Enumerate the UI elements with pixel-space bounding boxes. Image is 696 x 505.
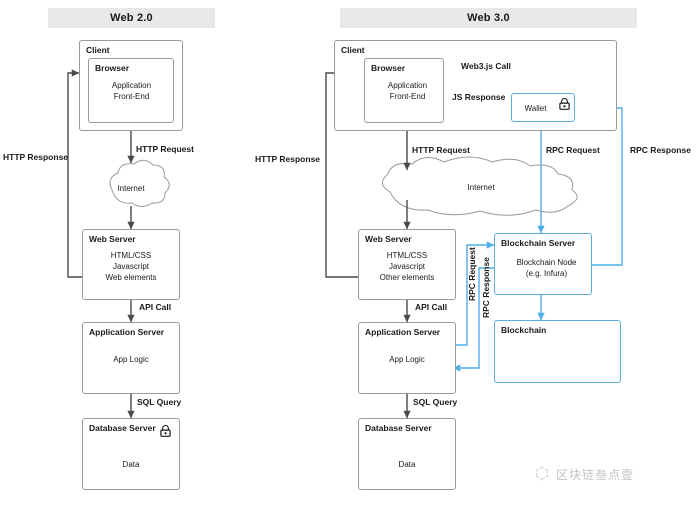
web3-blockchain-server-box: Blockchain Server: [494, 233, 592, 295]
web2-browser-box: Browser: [88, 58, 174, 123]
web3-frontend-line1: Application: [387, 81, 428, 90]
web3-web-server-lines: HTML/CSS Javascript Other elements: [376, 251, 438, 283]
web3-internet-label: Internet: [467, 183, 495, 192]
web3-blockchain-server-title: Blockchain Server: [501, 238, 576, 248]
hexagon-network-logo-icon: [535, 466, 549, 481]
web3-blockchain-title: Blockchain: [501, 325, 547, 335]
web3-sql-query-label: SQL Query: [413, 397, 458, 407]
web3-app-logic-label: App Logic: [389, 355, 425, 364]
web2-frontend-label: Application Front-End: [100, 81, 163, 103]
web2-db-server-title: Database Server: [89, 423, 156, 433]
web3-rpc-request-top-label: RPC Request: [546, 145, 600, 155]
web3-frontend-label: Application Front-End: [376, 81, 439, 103]
watermark-text: 区块链叁点壹: [556, 467, 635, 482]
web3-js-response-label: JS Response: [452, 92, 506, 102]
lock-icon: [160, 425, 171, 437]
web3-node-line1: Blockchain Node: [516, 258, 577, 267]
web2-web-server-lines: HTML/CSS Javascript Web elements: [100, 251, 162, 283]
web2-http-response-label: HTTP Response: [3, 152, 69, 162]
web2-app-server-box: Application Server: [82, 322, 180, 394]
web3-wallet-box: [511, 93, 575, 122]
web3-rpc-response-mid-label: RPC Response: [481, 257, 491, 318]
web3-web-server-title: Web Server: [365, 234, 412, 244]
web2-api-call-label: API Call: [139, 302, 172, 312]
web3-app-server-title: Application Server: [365, 327, 441, 337]
web3-browser-title: Browser: [371, 63, 406, 73]
watermark: 区块链叁点壹: [533, 465, 634, 483]
web2-ws-line1: HTML/CSS: [110, 251, 152, 260]
web3-rpc-request-mid-label: RPC Request: [467, 247, 477, 301]
column-header-web3: Web 3.0: [340, 8, 637, 28]
web3-http-request-label: HTTP Request: [412, 145, 470, 155]
web2-http-request-label: HTTP Request: [136, 144, 194, 154]
web3-db-data-label: Data: [398, 460, 416, 469]
web3-wallet-label: Wallet: [524, 104, 547, 113]
lock-icon: [559, 98, 570, 110]
web3-http-response-label: HTTP Response: [255, 154, 321, 164]
column-header-web2: Web 2.0: [48, 8, 215, 28]
web3-browser-box: Browser: [364, 58, 444, 123]
web3-ws-line3: Other elements: [379, 272, 435, 282]
column-title-web2: Web 2.0: [110, 12, 153, 24]
web3-web-server-box: Web Server: [358, 229, 456, 300]
web3-db-server-title: Database Server: [365, 423, 432, 433]
web3-api-call-label: API Call: [415, 302, 448, 312]
web3-app-server-box: Application Server: [358, 322, 456, 394]
web3-web3js-call-label: Web3.js Call: [461, 61, 511, 71]
column-title-web3: Web 3.0: [467, 12, 510, 24]
web2-ws-line2: Javascript: [112, 261, 149, 271]
web3-frontend-line2: Front-End: [389, 91, 426, 101]
web2-ws-line3: Web elements: [105, 272, 157, 282]
web3-db-server-box: Database Server: [358, 418, 456, 490]
web2-client-title: Client: [86, 45, 110, 55]
web3-ws-line2: Javascript: [388, 261, 425, 271]
web2-browser-title: Browser: [95, 63, 130, 73]
web2-sql-query-label: SQL Query: [137, 397, 182, 407]
web2-app-logic-label: App Logic: [113, 355, 149, 364]
web3-rpc-response-top-label: RPC Response: [630, 145, 691, 155]
web2-frontend-line1: Application: [111, 81, 152, 90]
web2-app-server-title: Application Server: [89, 327, 165, 337]
web3-node-line2: (e.g. Infura): [525, 268, 568, 278]
web2-db-data-label: Data: [122, 460, 140, 469]
web2-web-server-title: Web Server: [89, 234, 136, 244]
web2-web-server-box: Web Server: [82, 229, 180, 300]
web3-blockchain-node-label: Blockchain Node (e.g. Infura): [508, 258, 585, 280]
web2-internet-label: Internet: [117, 184, 145, 193]
web3-ws-line1: HTML/CSS: [386, 251, 428, 260]
web3-blockchain-box: Blockchain: [494, 320, 621, 383]
web3-client-title: Client: [341, 45, 365, 55]
web2-frontend-line2: Front-End: [113, 91, 150, 101]
